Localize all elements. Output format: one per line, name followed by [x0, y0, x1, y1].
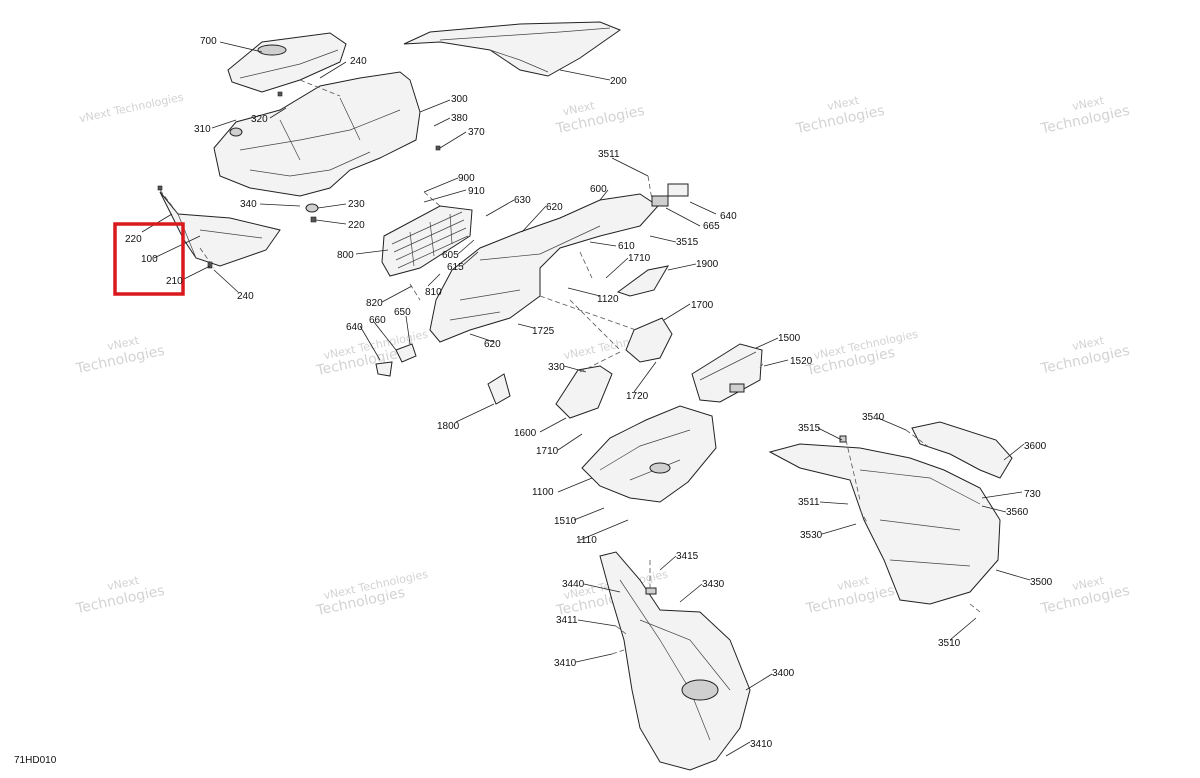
callout-800[interactable]: 800	[337, 250, 354, 261]
callout-610[interactable]: 610	[618, 241, 635, 252]
callout-210[interactable]: 210	[166, 276, 183, 287]
part-800-grille[interactable]	[381, 205, 473, 277]
callout-810[interactable]: 810	[425, 287, 442, 298]
callout-3511-b[interactable]: 3511	[798, 497, 820, 508]
callout-3510[interactable]: 3510	[938, 638, 961, 649]
callout-1700[interactable]: 1700	[691, 300, 714, 311]
callout-3515-b[interactable]: 3515	[798, 423, 821, 434]
assembly-lines	[159, 79, 981, 655]
callout-650[interactable]: 650	[394, 307, 411, 318]
callout-3440[interactable]: 3440	[562, 579, 585, 590]
callout-620-b[interactable]: 620	[484, 339, 501, 350]
callout-1500[interactable]: 1500	[778, 333, 801, 344]
leader-lines	[141, 41, 1031, 757]
callout-3415[interactable]: 3415	[676, 551, 699, 562]
callout-240-b[interactable]: 240	[237, 291, 254, 302]
part-1600-bracket[interactable]	[555, 365, 613, 419]
part-1700-bracket[interactable]	[625, 317, 673, 363]
part-1100-panel[interactable]	[581, 405, 717, 503]
callout-730[interactable]: 730	[1024, 489, 1041, 500]
callout-370[interactable]: 370	[468, 127, 485, 138]
callout-1510[interactable]: 1510	[554, 516, 577, 527]
callout-660[interactable]: 660	[369, 315, 386, 326]
callout-1800[interactable]: 1800	[437, 421, 460, 432]
callout-1710[interactable]: 1710	[628, 253, 651, 264]
callout-220[interactable]: 220	[348, 220, 365, 231]
callout-1725[interactable]: 1725	[532, 326, 555, 337]
part-100-side-panel[interactable]	[157, 185, 281, 269]
callout-labels: 700 240 200 300 310 320 380 370 340 230 …	[125, 36, 1053, 750]
callout-3410-b[interactable]: 3410	[750, 739, 773, 750]
callout-600[interactable]: 600	[590, 184, 607, 195]
part-700-cover[interactable]	[227, 32, 347, 93]
callout-3515[interactable]: 3515	[676, 237, 699, 248]
callout-3530[interactable]: 3530	[800, 530, 823, 541]
callout-220-b[interactable]: 220	[125, 234, 142, 245]
callout-380[interactable]: 380	[451, 113, 468, 124]
callout-230[interactable]: 230	[348, 199, 365, 210]
callout-820[interactable]: 820	[366, 298, 383, 309]
parts-group	[157, 21, 1013, 771]
part-240-screw[interactable]	[277, 91, 283, 97]
callout-3500[interactable]: 3500	[1030, 577, 1053, 588]
callout-1900[interactable]: 1900	[696, 259, 719, 270]
callout-665[interactable]: 665	[703, 221, 720, 232]
callout-3540[interactable]: 3540	[862, 412, 885, 423]
callout-340[interactable]: 340	[240, 199, 257, 210]
callout-1710-b[interactable]: 1710	[536, 446, 559, 457]
callout-300[interactable]: 300	[451, 94, 468, 105]
callout-330[interactable]: 330	[548, 362, 565, 373]
callout-1110[interactable]: 1110	[576, 535, 597, 546]
part-3400-fender[interactable]	[599, 551, 751, 771]
callout-3411[interactable]: 3411	[556, 615, 578, 626]
callout-200[interactable]: 200	[610, 76, 627, 87]
callout-3400[interactable]: 3400	[772, 668, 795, 679]
callout-3560[interactable]: 3560	[1006, 507, 1029, 518]
callout-3430[interactable]: 3430	[702, 579, 725, 590]
callout-1720[interactable]: 1720	[626, 391, 649, 402]
callout-1100[interactable]: 1100	[532, 487, 554, 498]
callout-240[interactable]: 240	[350, 56, 367, 67]
callout-3410[interactable]: 3410	[554, 658, 577, 669]
watermark-text: vNext Technologies	[78, 90, 185, 125]
callout-640[interactable]: 640	[720, 211, 737, 222]
callout-1600[interactable]: 1600	[514, 428, 537, 439]
part-650-light[interactable]	[375, 343, 417, 377]
callout-310[interactable]: 310	[194, 124, 211, 135]
callout-620[interactable]: 620	[546, 202, 563, 213]
selection-highlight-box	[113, 222, 185, 296]
callout-3511[interactable]: 3511	[598, 149, 620, 160]
callout-320[interactable]: 320	[251, 114, 268, 125]
part-220-clip[interactable]	[310, 216, 317, 223]
callout-640-b[interactable]: 640	[346, 322, 363, 333]
callout-900[interactable]: 900	[458, 173, 475, 184]
callout-615[interactable]: 615	[447, 262, 464, 273]
part-230-grommet[interactable]	[305, 203, 319, 213]
part-1500-box[interactable]	[691, 343, 763, 403]
callout-1520[interactable]: 1520	[790, 356, 813, 367]
part-370-screw[interactable]	[435, 145, 441, 151]
callout-605[interactable]: 605	[442, 250, 459, 261]
callout-100[interactable]: 100	[141, 254, 158, 265]
callout-700[interactable]: 700	[200, 36, 217, 47]
part-200-trim[interactable]	[403, 21, 622, 77]
callout-3600[interactable]: 3600	[1024, 441, 1047, 452]
part-3500-rear-box[interactable]	[768, 435, 1001, 605]
part-600-fascia[interactable]	[429, 183, 689, 343]
drawing-code: 71HD010	[14, 755, 57, 766]
part-1900-bracket[interactable]	[616, 265, 669, 297]
callout-630[interactable]: 630	[514, 195, 531, 206]
callout-1120[interactable]: 1120	[597, 294, 619, 305]
part-1800-bracket[interactable]	[487, 373, 511, 405]
part-3600-handle[interactable]	[911, 421, 1013, 479]
callout-910[interactable]: 910	[468, 186, 485, 197]
part-300-console[interactable]	[213, 71, 421, 197]
